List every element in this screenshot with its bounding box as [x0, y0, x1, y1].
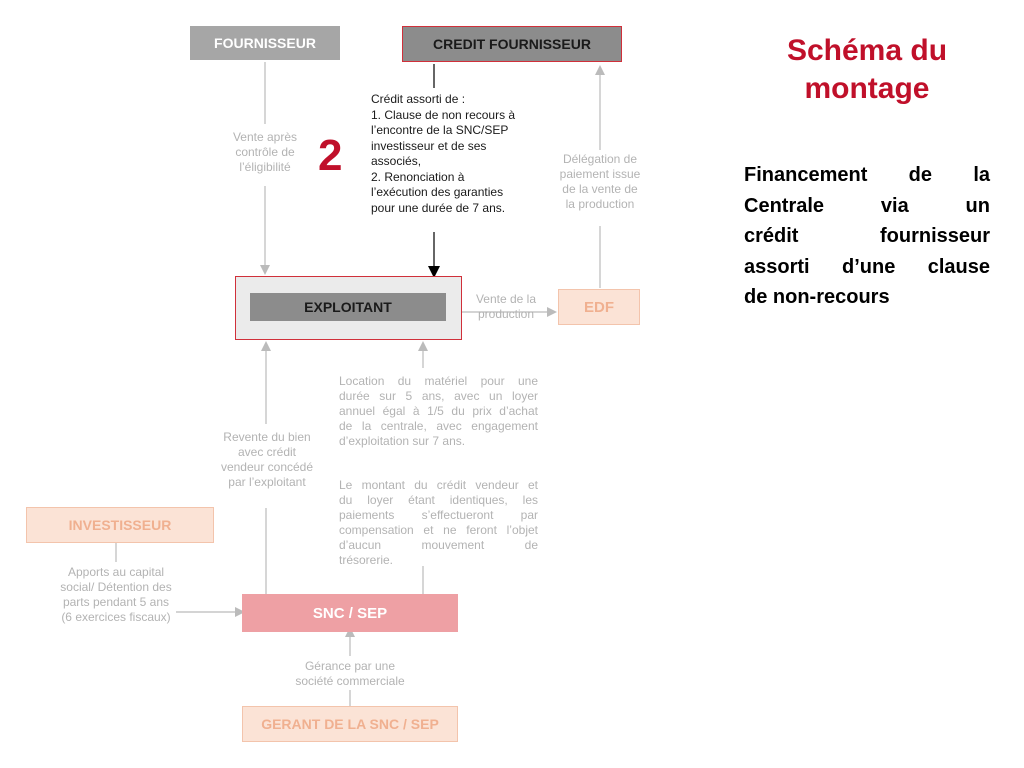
label-location: Location du matériel pour une durée sur …	[339, 374, 538, 448]
node-snc-sep: SNC / SEP	[242, 594, 458, 632]
label-vente-production: Vente de la production	[475, 292, 537, 321]
label-revente: Revente du bien avec crédit vendeur conc…	[220, 430, 314, 489]
label-delegation: Délégation de paiement issue de la vente…	[559, 152, 641, 211]
node-edf: EDF	[558, 289, 640, 325]
node-exploitant: EXPLOITANT	[235, 276, 462, 340]
page-description: Financement de la Centrale via un crédit…	[744, 164, 990, 308]
node-fournisseur-label: FOURNISSEUR	[214, 35, 316, 51]
label-vente-apres: Vente après contrôle de l’éligibilité	[232, 130, 298, 174]
label-montant: Le montant du crédit vendeur et du loyer…	[339, 478, 538, 567]
node-investisseur: INVESTISSEUR	[26, 507, 214, 543]
label-gerance: Gérance par une société commerciale	[295, 659, 405, 688]
node-fournisseur: FOURNISSEUR	[190, 26, 340, 60]
node-gerant-label: GERANT DE LA SNC / SEP	[261, 716, 439, 732]
step-number: 2	[318, 131, 343, 180]
node-snc-sep-label: SNC / SEP	[312, 604, 388, 622]
page-title: Schéma du montage	[786, 34, 948, 105]
node-credit-fournisseur: CREDIT FOURNISSEUR	[402, 26, 622, 62]
node-exploitant-inner: EXPLOITANT	[250, 293, 446, 321]
node-gerant: GERANT DE LA SNC / SEP	[242, 706, 458, 742]
node-exploitant-label: EXPLOITANT	[304, 299, 392, 315]
node-investisseur-label: INVESTISSEUR	[68, 517, 172, 533]
label-credit-assorti: Crédit assorti de : 1. Clause de non rec…	[371, 92, 516, 215]
label-apports: Apports au capital social/ Détention des…	[60, 565, 172, 624]
node-credit-fournisseur-label: CREDIT FOURNISSEUR	[433, 36, 591, 52]
node-edf-label: EDF	[584, 298, 614, 316]
